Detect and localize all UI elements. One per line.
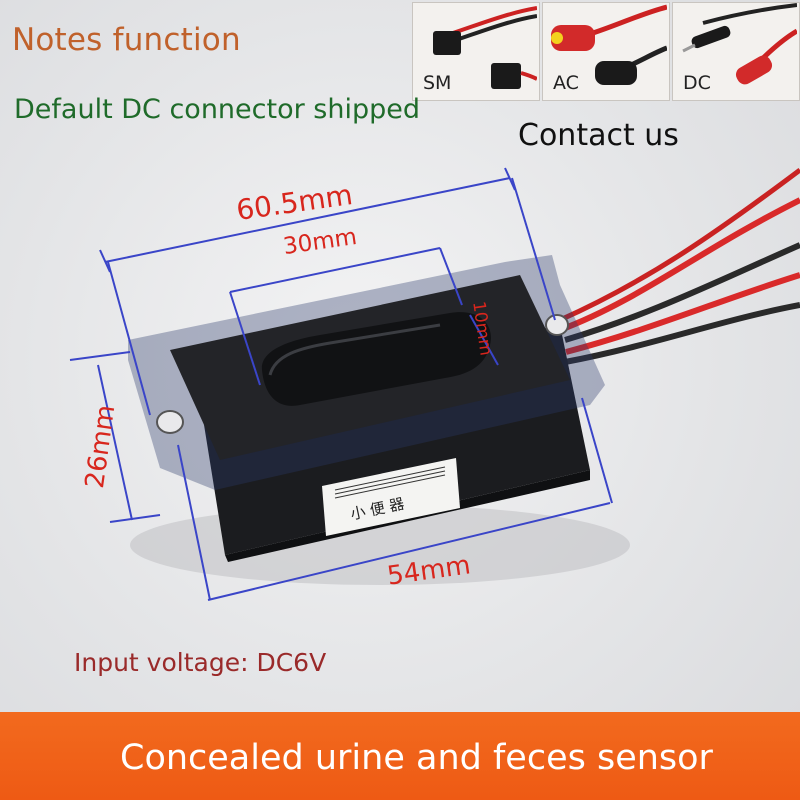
contact-us-text: Contact us [518,118,679,153]
connector-ac-label: AC [553,72,579,94]
connector-sm: SM [412,2,540,101]
connector-dc-label: DC [683,72,711,94]
connector-thumbnails: SM AC DC [412,2,800,101]
notes-function-heading: Notes function [12,22,241,58]
connector-sm-label: SM [423,72,452,94]
connector-ac: AC [542,2,670,101]
banner-title: Concealed urine and feces sensor [120,738,713,778]
wires [558,167,800,365]
bottom-banner [0,712,800,800]
sensor-body [128,255,605,562]
connector-dc: DC [672,2,800,101]
dimension-lines [69,167,613,601]
default-connector-text: Default DC connector shipped [14,94,421,125]
input-voltage-text: Input voltage: DC6V [74,648,327,677]
